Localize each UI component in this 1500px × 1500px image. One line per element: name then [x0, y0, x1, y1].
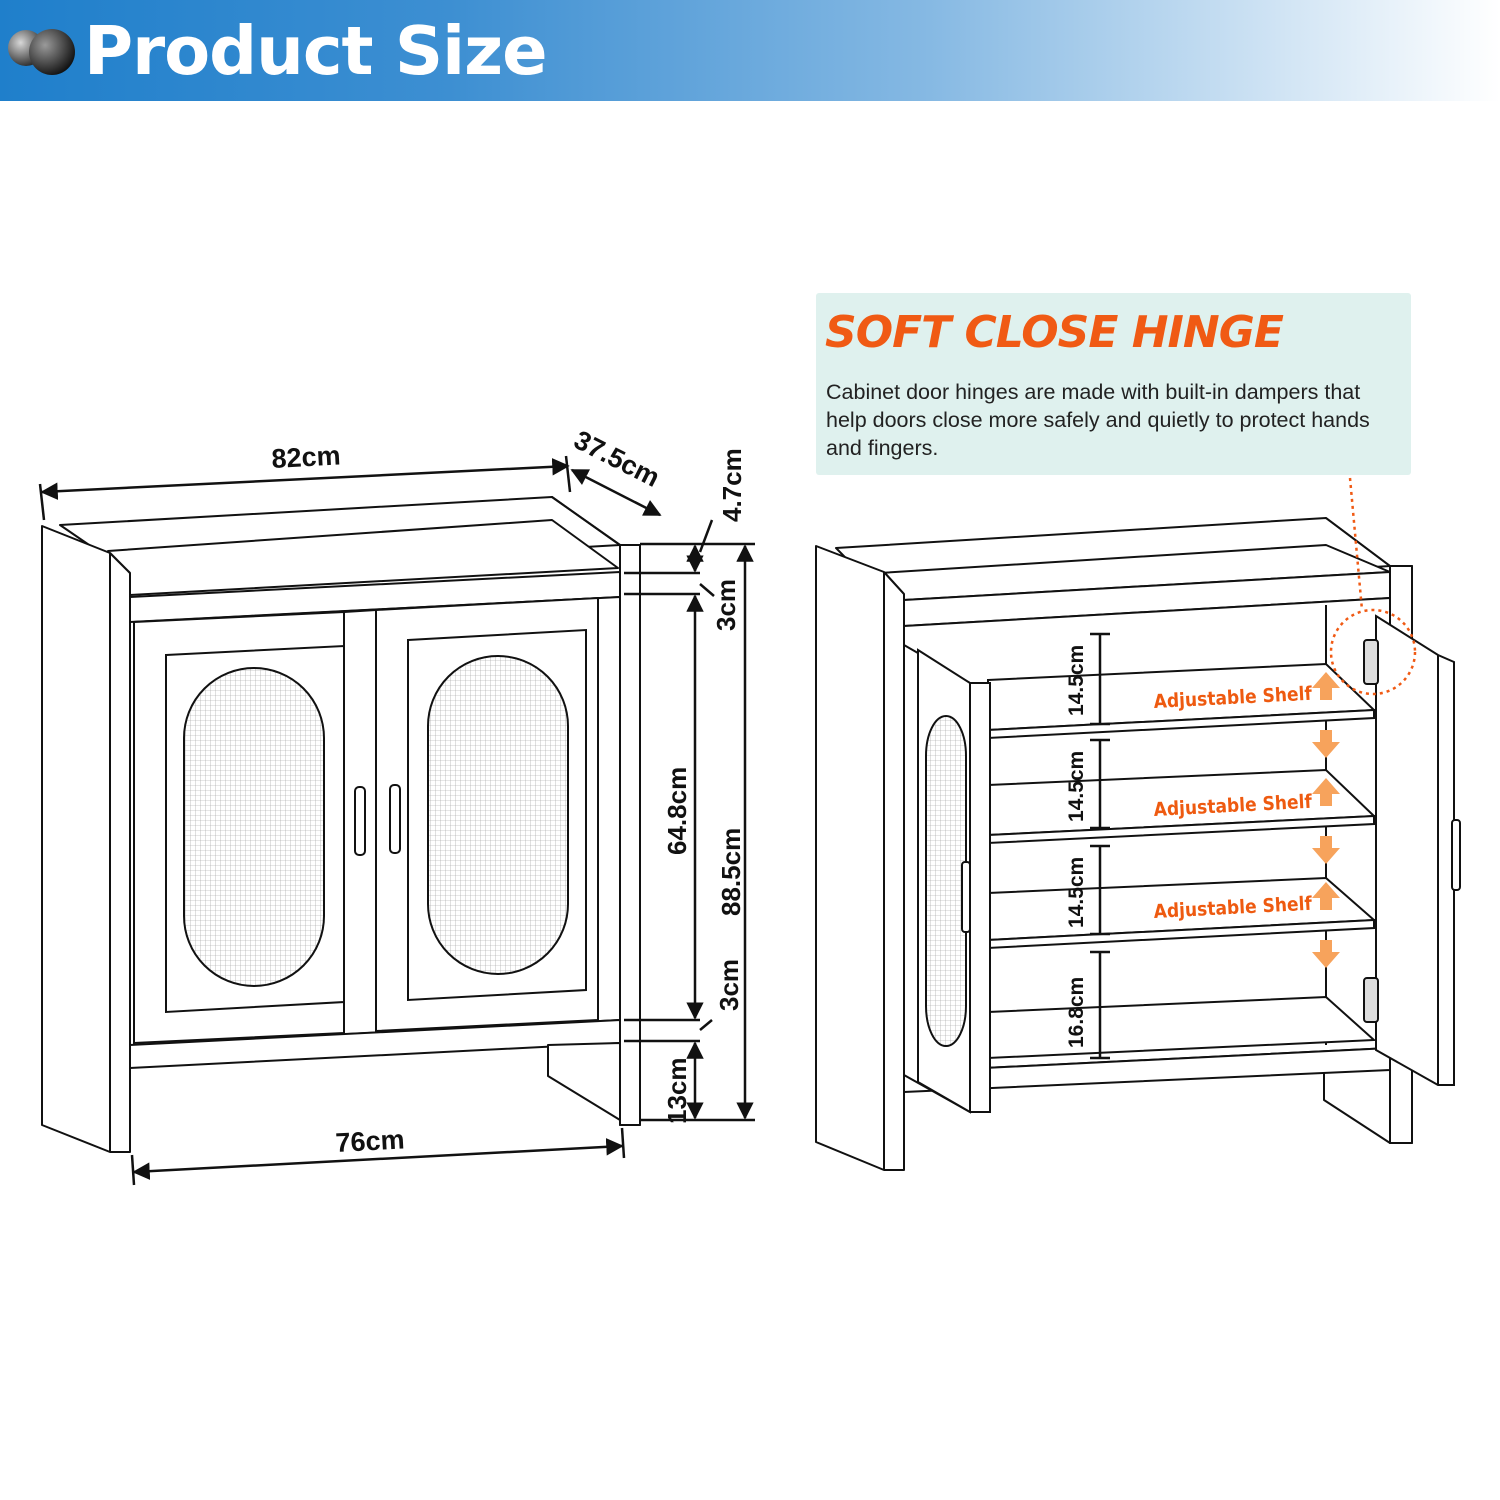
right-rattan-panel — [427, 655, 569, 975]
shelf-height-label-3: 14.5cm — [1065, 857, 1088, 928]
left-rattan-panel — [183, 667, 325, 987]
callout-title: SOFT CLOSE HINGE — [825, 307, 1284, 358]
total-height-label: 88.5cm — [716, 828, 746, 916]
spheres-logo-icon — [8, 29, 75, 75]
leg-height-label: 13cm — [662, 1058, 692, 1125]
open-right-door — [1363, 614, 1461, 1086]
hinge-indicator — [1329, 477, 1417, 696]
arrow-up-icon — [1312, 672, 1340, 700]
arrow-down-icon — [1312, 940, 1340, 968]
upper-hinge-icon — [1363, 639, 1379, 685]
shelf-adjust-arrows — [1312, 672, 1340, 968]
arrow-up-icon — [1312, 882, 1340, 910]
open-left-door-handle — [961, 861, 971, 933]
callout-description: Cabinet door hinges are made with built-… — [826, 380, 1370, 460]
shelf-dimension-lines — [1090, 632, 1110, 1060]
open-left-door — [903, 643, 991, 1114]
top-gap-label: 3cm — [711, 579, 741, 631]
front-dimension-lines — [38, 455, 755, 1186]
shelf-height-label-2: 14.5cm — [1065, 751, 1088, 822]
left-door-handle — [354, 786, 366, 856]
front-left-door — [133, 610, 366, 1045]
top-thickness-label: 4.7cm — [717, 448, 747, 522]
open-right-door-handle — [1451, 819, 1461, 891]
arrow-down-icon — [1312, 836, 1340, 864]
width-top-label: 82cm — [271, 440, 342, 474]
header-banner: Product Size — [0, 0, 1500, 101]
cabinet-height-label: 64.8cm — [662, 767, 692, 855]
width-bottom-label: 76cm — [335, 1124, 406, 1158]
page-title: Product Size — [84, 12, 548, 90]
lower-hinge-icon — [1363, 977, 1379, 1023]
bottom-gap-label: 3cm — [714, 959, 744, 1011]
front-right-door — [343, 596, 599, 1033]
arrow-up-icon — [1312, 778, 1340, 806]
depth-label: 37.5cm — [569, 425, 664, 493]
shelf-height-label-4: 16.8cm — [1065, 977, 1088, 1048]
open-door-rattan-panel — [925, 715, 967, 1047]
right-door-handle — [389, 784, 401, 854]
arrow-down-icon — [1312, 730, 1340, 758]
open-view-shelves — [987, 662, 1377, 1060]
soft-close-callout: SOFT CLOSE HINGE Cabinet door hinges are… — [816, 293, 1411, 475]
shelf-height-label-1: 14.5cm — [1065, 645, 1088, 716]
